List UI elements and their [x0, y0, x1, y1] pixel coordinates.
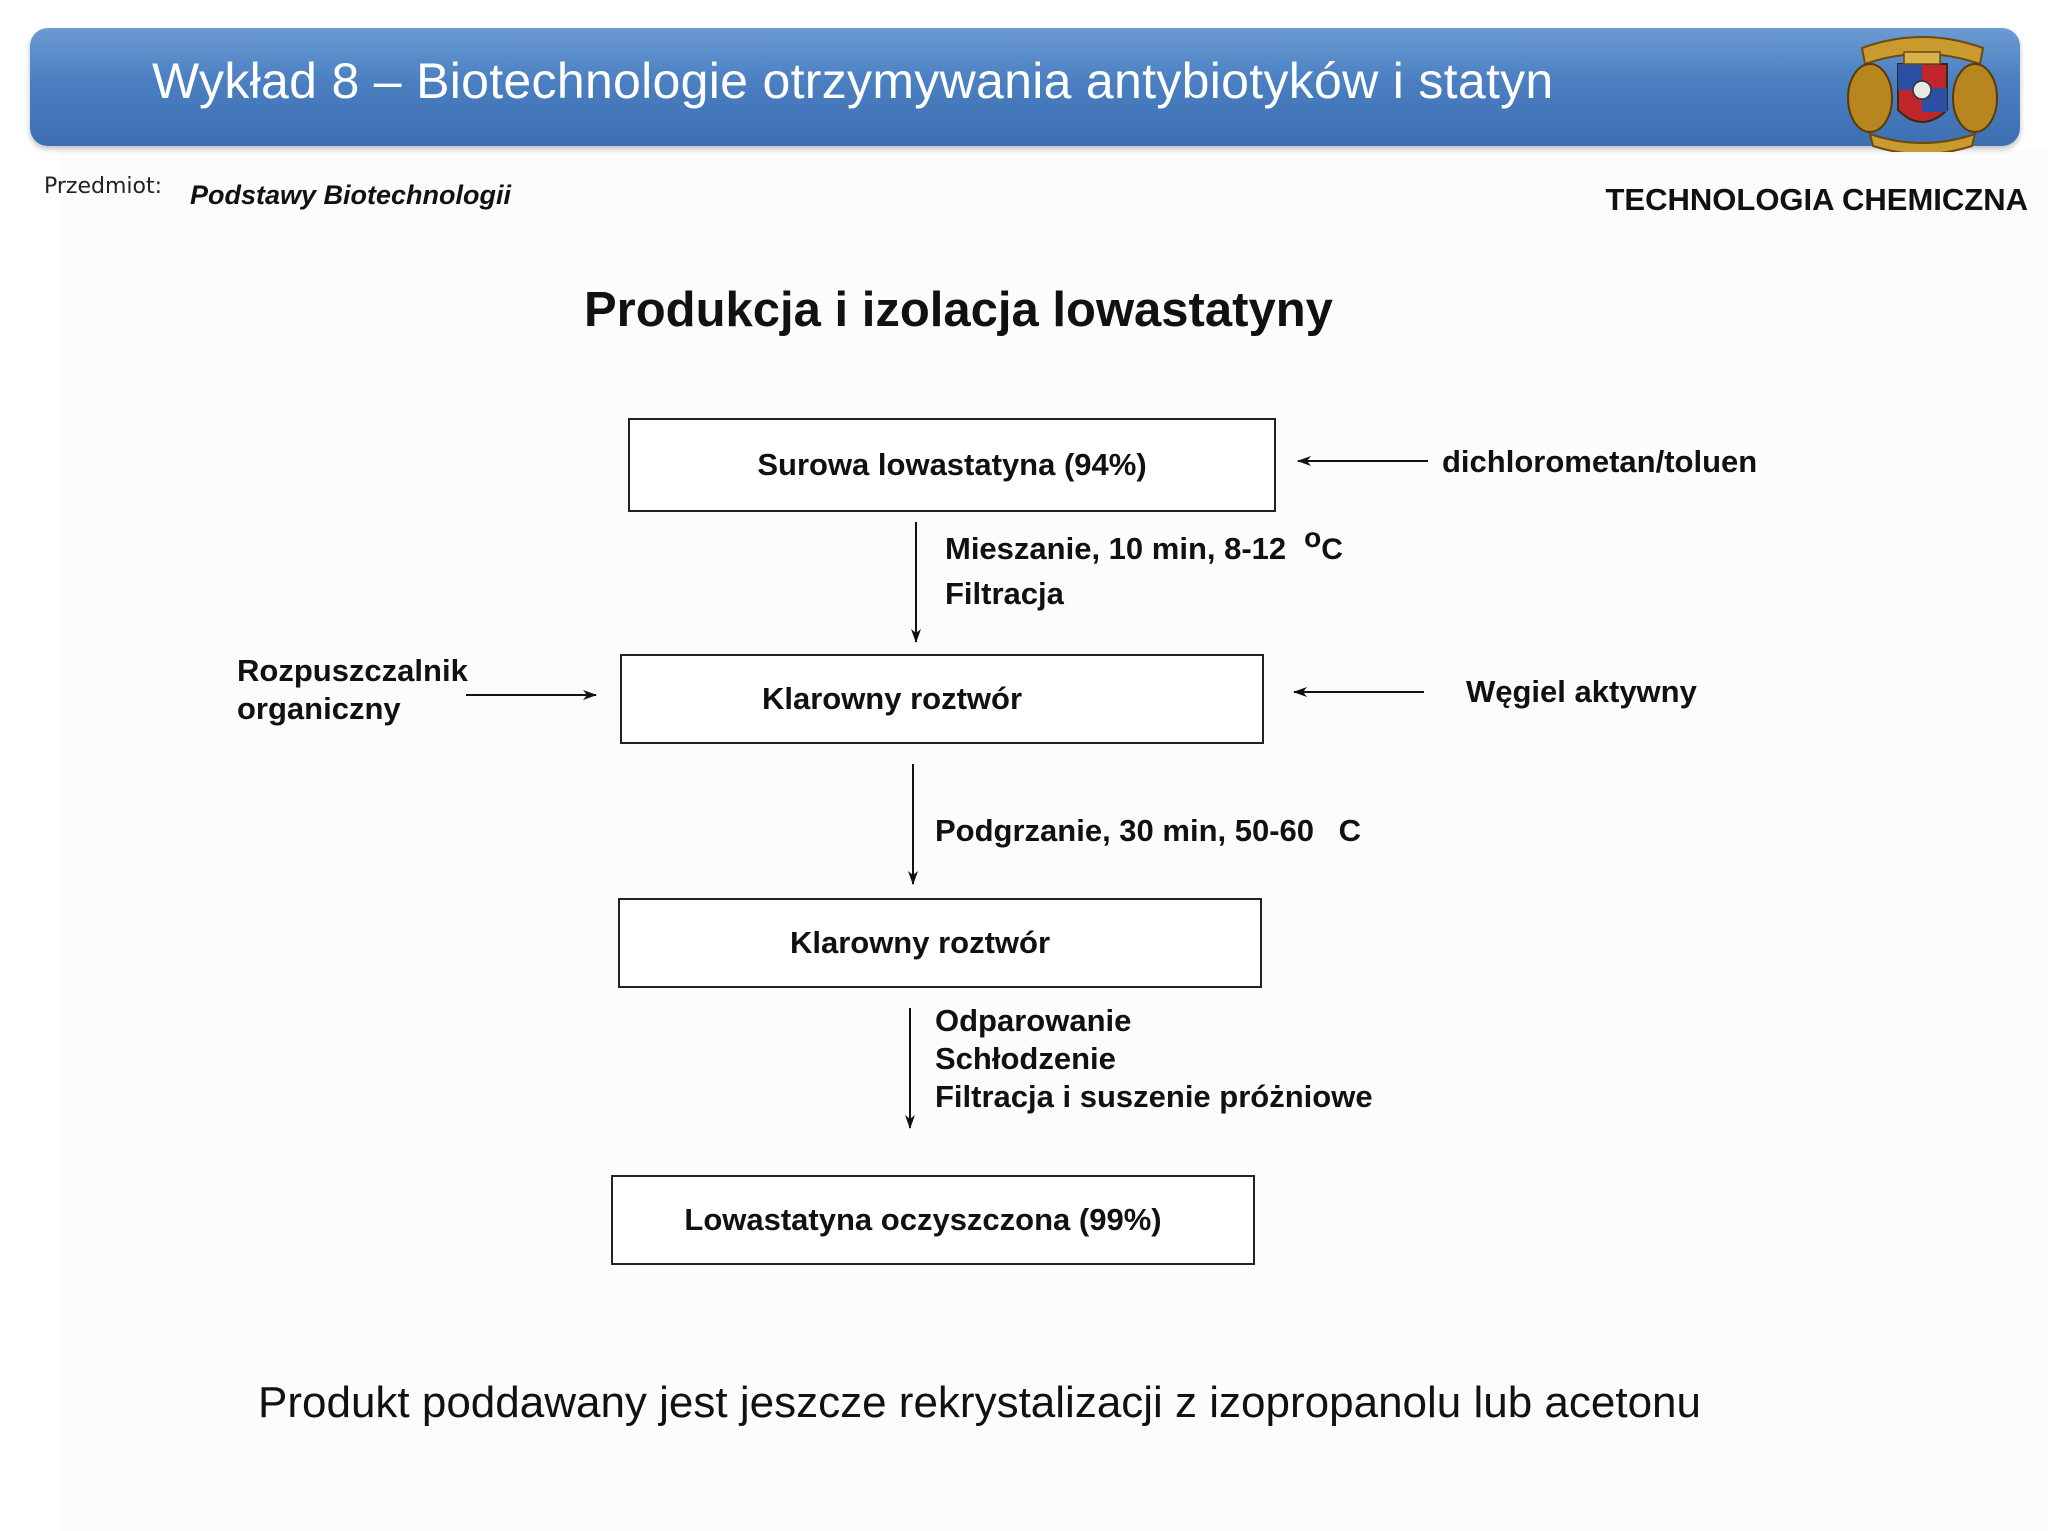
- input-activated-carbon: Węgiel aktywny: [1466, 674, 1697, 709]
- subject-name: Podstawy Biotechnologii: [190, 180, 512, 210]
- process-mixing: Mieszanie, 10 min, 8-12 oC Filtracja: [945, 522, 1343, 613]
- input-organic-solvent-line1: Rozpuszczalnik: [237, 653, 468, 688]
- input-organic-solvent-line2: organiczny: [237, 691, 401, 726]
- step-label: Surowa lowastatyna (94%): [757, 447, 1147, 482]
- step-box-clear-solution-2: Klarowny roztwór: [618, 898, 1262, 988]
- degree-symbol: o: [1304, 522, 1322, 553]
- lecture-title: Wykład 8 – Biotechnologie otrzymywania a…: [152, 53, 1554, 109]
- slide-background: [60, 150, 2048, 1531]
- process-filtration: Filtracja: [945, 576, 1064, 611]
- step-box-clear-solution-1: Klarowny roztwór: [620, 654, 1264, 744]
- subject-label: Przedmiot:: [44, 174, 163, 199]
- process-mixing-text: Mieszanie, 10 min, 8-12: [945, 531, 1287, 566]
- process-evaporation-line3: Filtracja i suszenie próżniowe: [935, 1079, 1373, 1114]
- input-dichloromethane-toluene: dichlorometan/toluen: [1442, 444, 1758, 479]
- university-crest-icon: [1847, 36, 1998, 152]
- input-organic-solvent: Rozpuszczalnik organiczny: [237, 652, 468, 728]
- celsius-unit: C: [1321, 533, 1343, 566]
- process-heating-text: Podgrzanie, 30 min, 50-60: [935, 813, 1315, 848]
- process-evaporation-line1: Odparowanie: [935, 1003, 1132, 1038]
- step-box-purified-lovastatin: Lowastatyna oczyszczona (99%): [611, 1175, 1255, 1265]
- step-label: Klarowny roztwór: [761, 681, 1023, 716]
- process-evaporation-line2: Schłodzenie: [935, 1041, 1116, 1076]
- celsius-unit: C: [1338, 813, 1362, 848]
- footer-note: Produkt poddawany jest jeszcze rekrystal…: [258, 1378, 1701, 1427]
- header-bar: [30, 28, 2020, 146]
- process-evaporation: Odparowanie Schłodzenie Filtracja i susz…: [935, 1002, 1373, 1116]
- step-label: Lowastatyna oczyszczona (99%): [684, 1202, 1162, 1237]
- step-label: Klarowny roztwór: [789, 925, 1051, 960]
- step-box-crude-lovastatin: Surowa lowastatyna (94%): [628, 418, 1276, 512]
- slide-title: Produkcja i izolacja lowastatyny: [584, 283, 1333, 337]
- process-heating: Podgrzanie, 30 min, 50-60 C: [935, 812, 1361, 850]
- faculty-label: TECHNOLOGIA CHEMICZNA: [1605, 182, 2029, 217]
